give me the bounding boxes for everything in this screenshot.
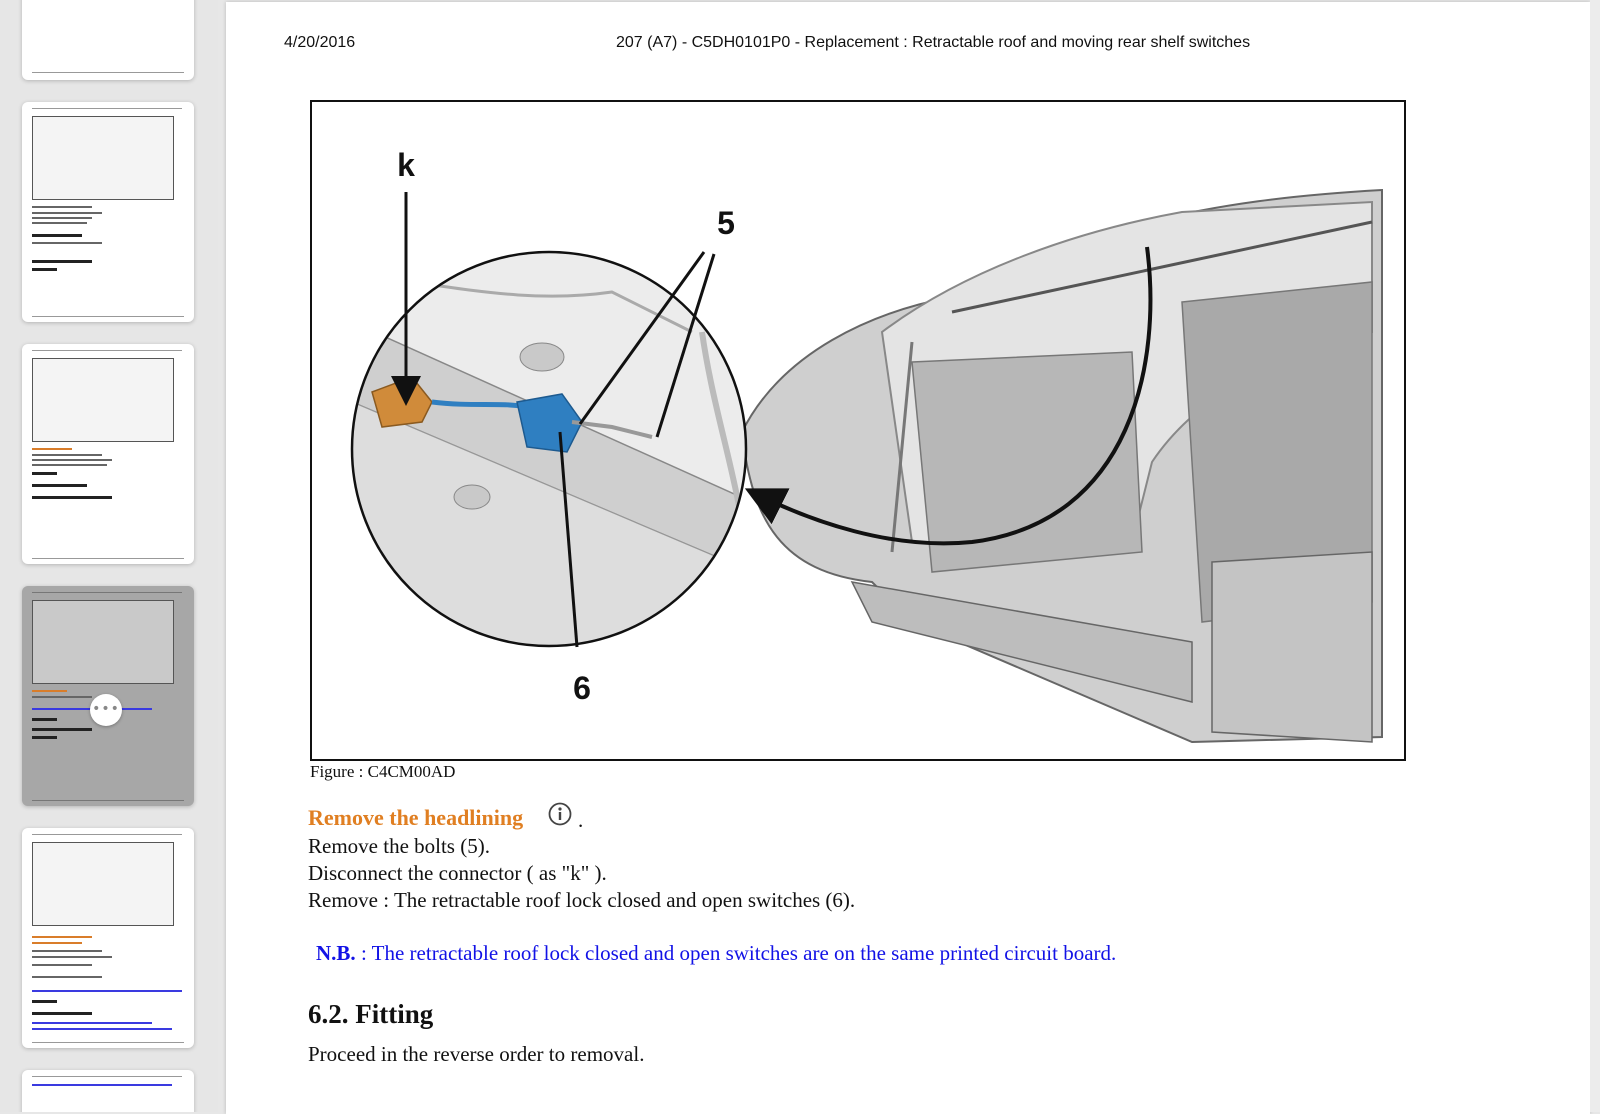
figure-caption: Figure : C4CM00AD [310,762,456,781]
figure-illustration: k 5 6 [310,100,1406,761]
page-thumbnail-3[interactable] [22,344,194,564]
nb-text: : The retractable roof lock closed and o… [355,941,1117,965]
section-heading: 6.2. Fitting [308,999,434,1029]
page-thumbnail-6[interactable] [22,1070,194,1112]
step-remove-bolts: Remove the bolts (5). [308,834,490,858]
scrollbar-track[interactable] [1590,0,1600,1112]
page-thumbnail-4-selected[interactable] [22,586,194,806]
section-text: Proceed in the reverse order to removal. [308,1042,645,1066]
remove-headlining-link[interactable]: Remove the headlining [308,805,524,830]
step-disconnect-connector: Disconnect the connector ( as "k" ). [308,861,607,885]
page-thumbnail-2[interactable] [22,102,194,322]
nb-note: N.B. : The retractable roof lock closed … [316,941,1116,966]
sentence-period: . [578,808,584,832]
label-5: 5 [717,205,735,241]
thumbnail-more-button[interactable]: ••• [90,694,122,726]
page-thumbnail-1[interactable] [22,0,194,80]
label-6: 6 [573,670,591,706]
header-date: 4/20/2016 [284,34,356,51]
step-remove-switches: Remove : The retractable roof lock close… [308,888,856,912]
header-title: 207 (A7) - C5DH0101P0 - Replacement : Re… [616,34,1251,51]
info-icon[interactable] [548,802,572,826]
label-k: k [397,147,415,183]
page-thumbnail-5[interactable] [22,828,194,1048]
car-body-drawing [740,188,1383,744]
thumbnail-sidebar: ••• [0,0,218,1112]
magnified-detail [352,252,746,646]
document-page: 4/20/2016 207 (A7) - C5DH0101P0 - Replac… [226,2,1590,1114]
nb-label: N.B. [316,941,356,965]
